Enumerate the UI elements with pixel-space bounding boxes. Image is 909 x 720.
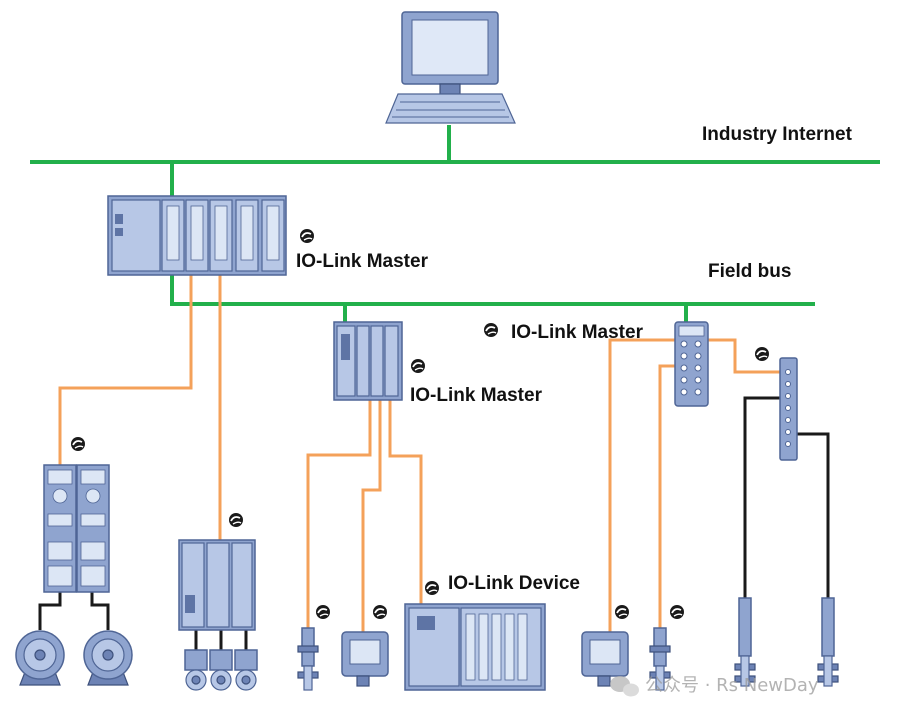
io-link-logo-icon xyxy=(410,358,426,374)
motor-icon xyxy=(15,630,65,686)
industry-internet-bus xyxy=(30,125,880,196)
pressure-sensor-icon xyxy=(341,631,389,687)
io-link-logo-icon xyxy=(70,436,86,452)
io-link-master-block-icon xyxy=(674,321,709,407)
industry-internet-label: Industry Internet xyxy=(702,124,853,145)
io-link-logo-icon xyxy=(228,512,244,528)
watermark: 公众号 · Rs NewDay xyxy=(610,675,819,697)
inductive-sensor-icon xyxy=(297,627,319,691)
watermark-text: 公众号 · Rs NewDay xyxy=(645,675,819,696)
io-link-logo-icon xyxy=(424,580,440,596)
io-link-logo-icon xyxy=(669,604,685,620)
field-bus-label: Field bus xyxy=(708,261,791,282)
motor-icon xyxy=(83,630,133,686)
remote-io-icon xyxy=(333,321,403,401)
inductive-sensor-icon xyxy=(734,597,756,687)
io-link-master-label: IO-Link Master xyxy=(296,251,429,272)
motor-starter-icon xyxy=(43,464,110,593)
io-link-logo-icon xyxy=(372,604,388,620)
plc-icon xyxy=(107,195,287,276)
servo-motor-icon xyxy=(234,649,258,691)
io-link-master-label: IO-Link Master xyxy=(410,385,543,406)
wechat-icon xyxy=(610,676,639,697)
inductive-sensor-icon xyxy=(649,627,671,691)
standard-cables xyxy=(38,396,830,650)
io-link-logo-icon xyxy=(299,228,315,244)
io-link-logo-icon xyxy=(614,604,630,620)
servo-motor-icon xyxy=(209,649,233,691)
servo-motor-icon xyxy=(184,649,208,691)
io-link-logo-icon xyxy=(315,604,331,620)
io-hub-icon xyxy=(779,357,798,461)
io-link-logo-icon xyxy=(754,346,770,362)
io-link-device-label: IO-Link Device xyxy=(448,573,580,594)
drive-icon xyxy=(178,539,256,631)
pressure-sensor-icon xyxy=(581,631,629,687)
io-link-master-label: IO-Link Master xyxy=(511,322,644,343)
computer-icon xyxy=(385,11,516,124)
io-module-icon xyxy=(404,603,546,691)
field-bus xyxy=(170,275,815,322)
inductive-sensor-icon xyxy=(817,597,839,687)
io-link-logo-icon xyxy=(483,322,499,338)
